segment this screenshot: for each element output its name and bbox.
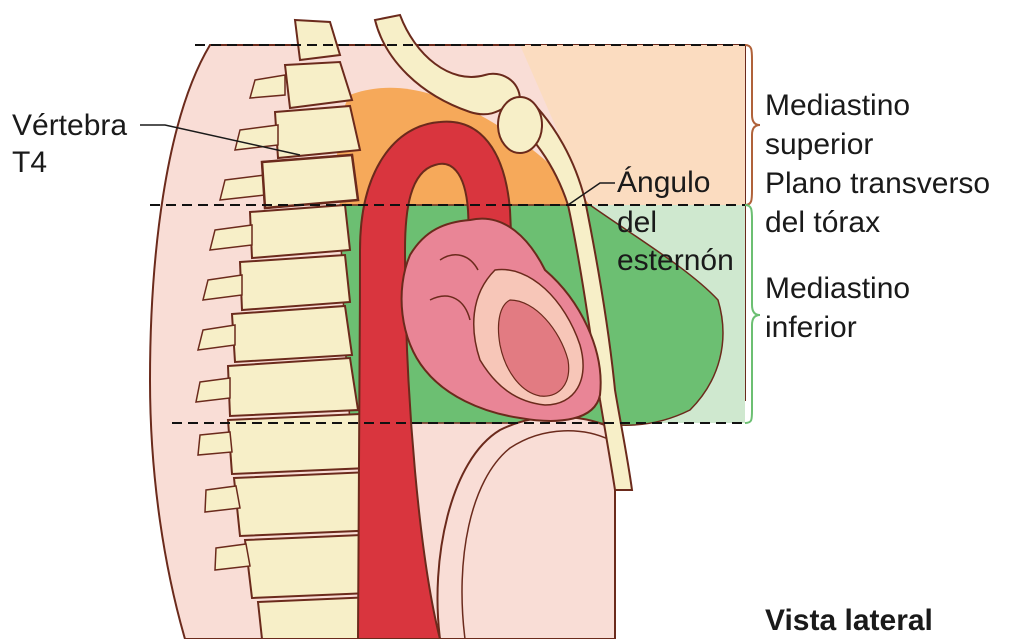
sternoclavicular-joint — [498, 97, 542, 153]
angle-label-line3: esternón — [617, 244, 734, 277]
view-label: Vista lateral — [765, 604, 933, 637]
superior-brace — [745, 45, 760, 205]
angle-label-line1: Ángulo — [617, 166, 710, 199]
superior-label-line1: Mediastino — [765, 89, 910, 122]
t4-vertebra — [262, 155, 358, 208]
inferior-label-line2: inferior — [765, 311, 857, 344]
superior-label-line2: superior — [765, 128, 873, 161]
plane-label-line1: Plano transverso — [765, 167, 990, 200]
vertebra-label-line2: T4 — [12, 146, 47, 179]
inferior-brace — [745, 205, 760, 423]
vertebra-label-line1: Vértebra — [12, 109, 127, 142]
angle-label-line2: del — [617, 206, 657, 239]
inferior-label-line1: Mediastino — [765, 272, 910, 305]
plane-label-line2: del tórax — [765, 206, 880, 239]
